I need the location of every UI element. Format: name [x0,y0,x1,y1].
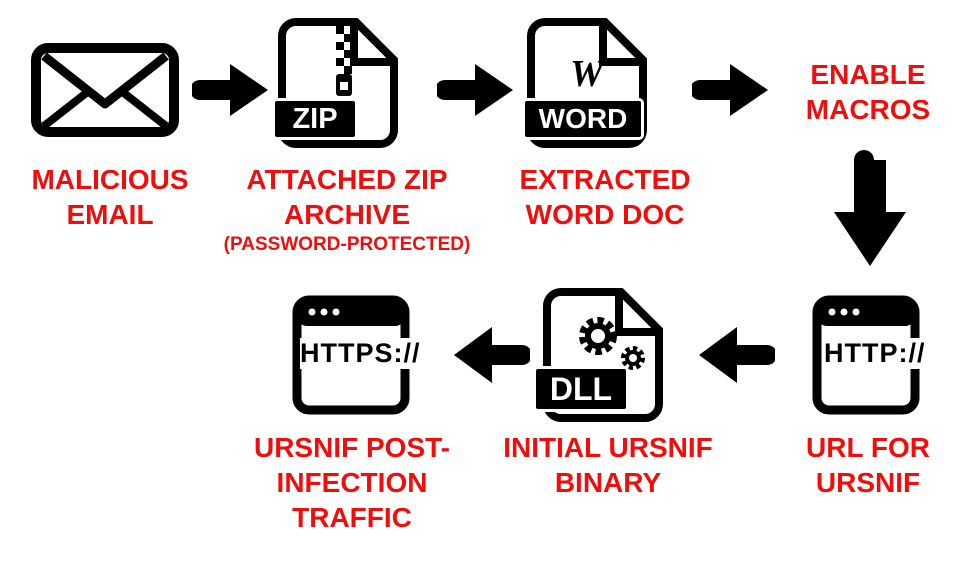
label-line: BINARY [554,467,662,498]
label-line: TRAFFIC [292,502,412,533]
label-line: ATTACHED ZIP [246,164,448,195]
label-malicious-email: MALICIOUS EMAIL [31,162,188,232]
label-post-infection-traffic: URSNIF POST- INFECTION TRAFFIC [254,430,450,535]
label-line: EMAIL [66,199,154,230]
zip-file-icon [278,18,398,148]
label-note: (PASSWORD-PROTECTED) [223,234,471,255]
label-line: MACROS [805,94,931,125]
label-attached-zip: ATTACHED ZIP ARCHIVE (PASSWORD-PROTECTED… [224,162,471,258]
zip-badge: ZIP [272,98,358,140]
label-line: URL FOR [806,432,930,463]
arrow-right-icon [437,64,513,116]
https-url-text: HTTPS:// [300,338,421,369]
arrow-right-icon [692,64,768,116]
label-line: WORD DOC [525,199,685,230]
gear-icon [621,346,645,370]
label-line: INFECTION [276,467,428,498]
dll-badge: DLL [533,366,629,412]
arrow-left-icon [454,327,530,383]
arrow-left-icon [699,327,775,383]
label-url-for-ursnif: URL FOR URSNIF [806,430,930,500]
envelope-icon [31,43,179,137]
arrow-right-icon [192,64,268,116]
word-badge: WORD [522,98,644,140]
dll-file-icon [543,288,663,422]
word-glyph: W [570,53,604,95]
label-line: EXTRACTED [519,164,691,195]
http-url-text: HTTP:// [824,338,926,369]
label-extracted-word: EXTRACTED WORD DOC [519,162,690,232]
label-line: INITIAL URSNIF [503,432,713,463]
label-line: ARCHIVE [283,199,411,230]
label-enable-macros: ENABLE MACROS [806,57,930,127]
label-line: URSNIF [815,467,921,498]
arrow-down-icon [834,150,906,266]
label-line: ENABLE [810,59,926,90]
gear-icon [579,317,617,355]
label-line: URSNIF POST- [253,432,451,463]
label-initial-ursnif-binary: INITIAL URSNIF BINARY [503,430,712,500]
label-line: MALICIOUS [31,164,189,195]
